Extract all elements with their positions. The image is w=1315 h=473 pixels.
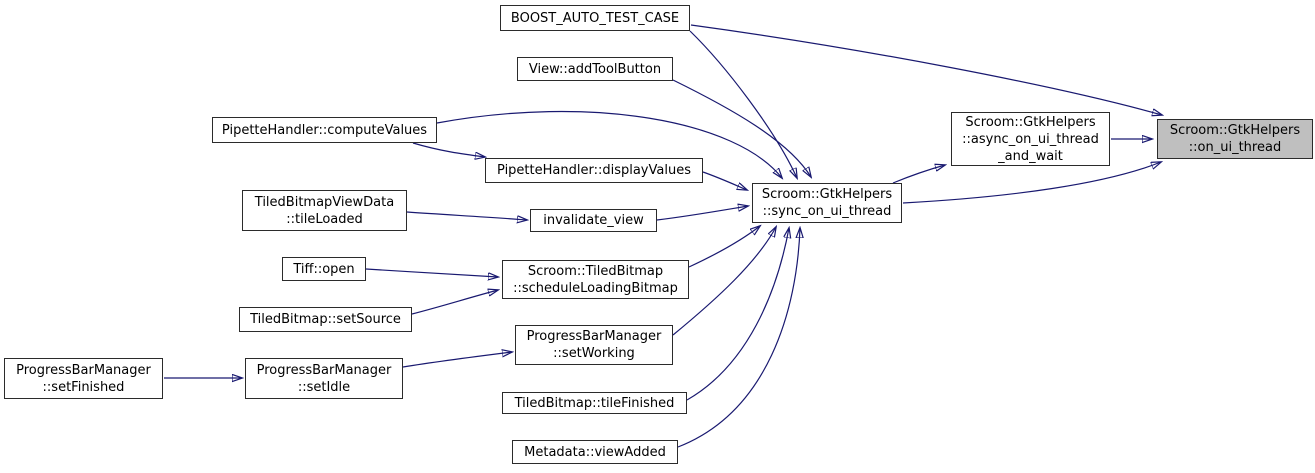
edge-tileloaded-to-invalidateview	[406, 211, 527, 220]
edge-setworking-to-sync	[672, 227, 776, 336]
node-view-addtoolbutton[interactable]: View::addToolButton	[517, 57, 673, 81]
edge-computevalues-to-sync	[436, 110, 782, 178]
node-scroom-tiledbitmap-scheduleloadingbitmap[interactable]: Scroom::TiledBitmap ::scheduleLoadingBit…	[502, 260, 689, 299]
edge-setidle-to-setworking	[402, 352, 512, 368]
edge-tiffopen-to-schedule	[365, 268, 498, 277]
edge-addtoolbutton-to-sync	[672, 79, 811, 177]
edge-boost-to-sync	[689, 30, 797, 178]
edge-sync-to-on-ui-thread	[902, 162, 1161, 204]
node-tiff-open[interactable]: Tiff::open	[282, 257, 366, 281]
node-pipettehandler-computevalues[interactable]: PipetteHandler::computeValues	[212, 117, 437, 143]
node-tiledbitmap-tilefinished[interactable]: TiledBitmap::tileFinished	[502, 392, 687, 414]
node-tiledbitmap-setsource[interactable]: TiledBitmap::setSource	[239, 307, 412, 332]
node-tiledbitmapviewdata-tileloaded[interactable]: TiledBitmapViewData ::tileLoaded	[242, 190, 407, 231]
edge-sync-to-async	[892, 165, 945, 184]
node-invalidate-view[interactable]: invalidate_view	[530, 209, 657, 232]
edge-tilefinished-to-sync	[686, 228, 789, 401]
node-progressbarmanager-setworking[interactable]: ProgressBarManager ::setWorking	[515, 325, 673, 365]
edge-displayvalues-to-sync	[702, 171, 747, 190]
edge-setsource-to-schedule	[411, 290, 498, 315]
edge-viewadded-to-sync	[677, 228, 800, 448]
node-scroom-gtkhelpers-on-ui-thread: Scroom::GtkHelpers ::on_ui_thread	[1157, 119, 1313, 159]
edge-schedule-to-sync	[688, 226, 760, 268]
node-progressbarmanager-setidle[interactable]: ProgressBarManager ::setIdle	[245, 358, 403, 399]
node-pipettehandler-displayvalues[interactable]: PipetteHandler::displayValues	[485, 158, 703, 183]
node-scroom-gtkhelpers-async-on-ui-thread-and-wait[interactable]: Scroom::GtkHelpers ::async_on_ui_thread …	[951, 112, 1110, 166]
edge-invalidateview-to-sync	[656, 206, 748, 221]
node-boost-auto-test-case[interactable]: BOOST_AUTO_TEST_CASE	[500, 5, 690, 31]
node-progressbarmanager-setfinished[interactable]: ProgressBarManager ::setFinished	[4, 358, 163, 399]
edge-boost-to-on-ui-thread	[690, 24, 1162, 115]
node-metadata-viewadded[interactable]: Metadata::viewAdded	[512, 440, 678, 464]
node-scroom-gtkhelpers-sync-on-ui-thread[interactable]: Scroom::GtkHelpers ::sync_on_ui_thread	[752, 183, 902, 223]
edge-computevalues-to-displayvalues	[412, 142, 485, 157]
